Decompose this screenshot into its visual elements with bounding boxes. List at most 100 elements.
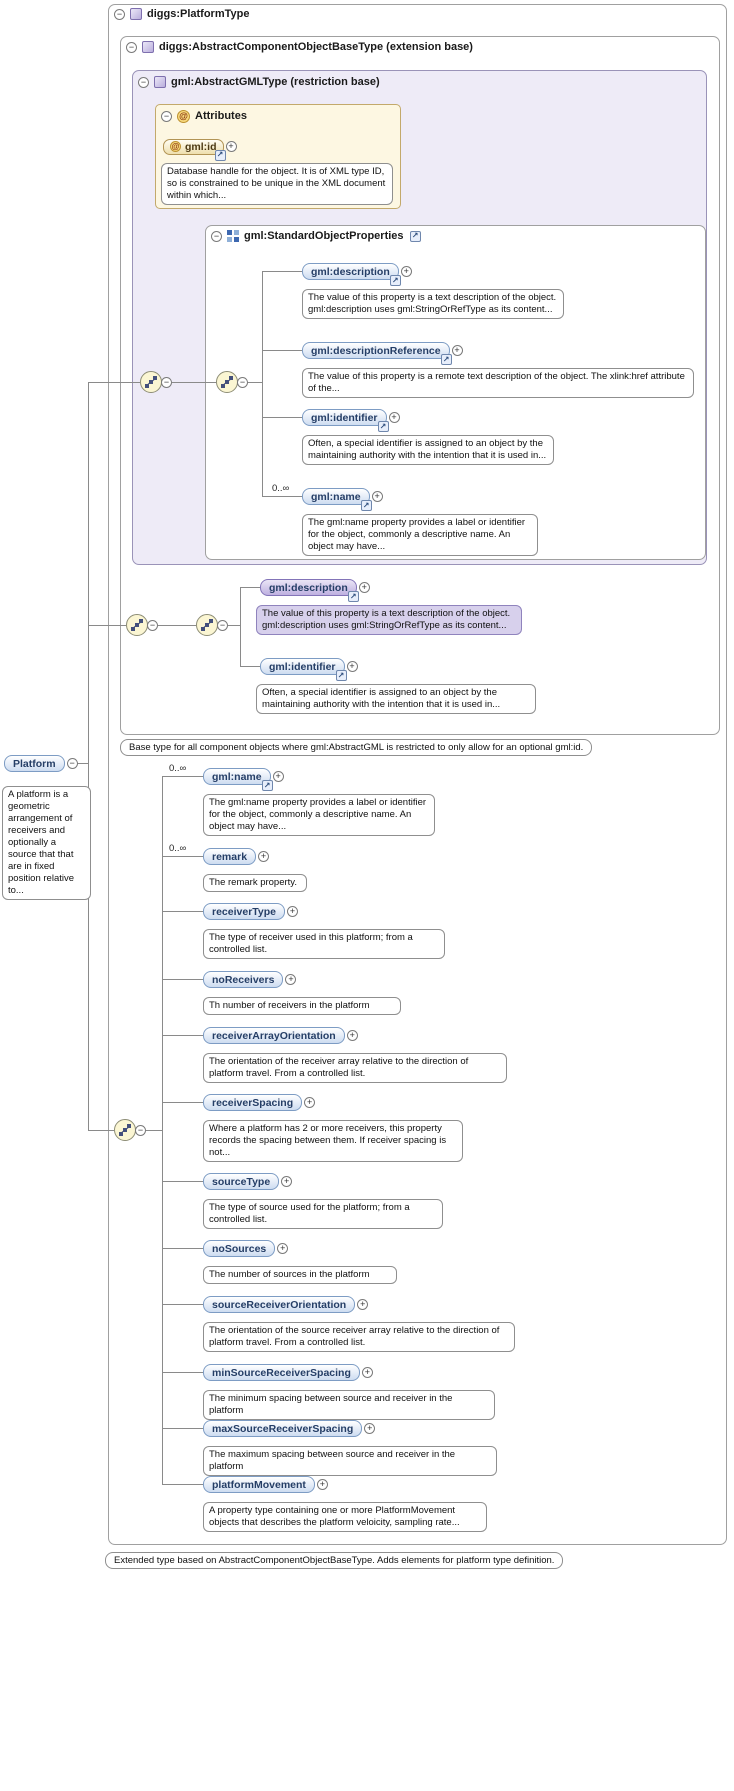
link-icon[interactable]: ↗ xyxy=(261,780,273,791)
element-gml-identifier[interactable]: gml:identifier↗+ xyxy=(302,409,400,432)
complextype-icon xyxy=(154,76,166,88)
connector xyxy=(162,1248,203,1249)
attribute-label: gml:id xyxy=(185,140,217,153)
element-nosources[interactable]: noSources+ xyxy=(203,1240,289,1257)
element-box: gml:descriptionReference↗ xyxy=(302,342,452,365)
cardinality-label: 0..∞ xyxy=(272,483,290,494)
connector xyxy=(262,496,302,497)
expand-icon[interactable]: + xyxy=(364,1423,376,1434)
sequence-compositor-icon[interactable]: − xyxy=(114,1119,146,1141)
expand-icon[interactable]: + xyxy=(272,771,284,782)
annotation-maxsourcereceiverspacing: The maximum spacing between source and r… xyxy=(203,1446,497,1476)
sequence-compositor-icon[interactable]: − xyxy=(216,371,248,393)
element-noreceivers[interactable]: noReceivers+ xyxy=(203,971,297,988)
extension-base-title: diggs:AbstractComponentObjectBaseType (e… xyxy=(159,41,473,53)
expand-icon[interactable]: + xyxy=(277,1243,289,1254)
collapse-icon[interactable]: − xyxy=(217,620,228,631)
element-platform[interactable]: Platform − xyxy=(4,755,78,772)
element-box: noSources xyxy=(203,1240,276,1257)
element-sourcetype[interactable]: sourceType+ xyxy=(203,1173,293,1190)
collapse-icon[interactable]: − xyxy=(211,230,222,242)
connector xyxy=(162,1372,203,1373)
annotation-minsourcereceiverspacing: The minimum spacing between source and r… xyxy=(203,1390,495,1420)
complextype-icon xyxy=(130,8,142,20)
element-platformmovement[interactable]: platformMovement+ xyxy=(203,1476,328,1493)
sequence-compositor-icon[interactable]: − xyxy=(140,371,172,393)
expand-icon[interactable]: + xyxy=(371,491,383,502)
connector xyxy=(162,1181,203,1182)
expand-icon[interactable]: + xyxy=(361,1367,373,1378)
expand-icon[interactable]: + xyxy=(225,141,237,152)
link-icon[interactable]: ↗ xyxy=(214,149,226,161)
attribute-gml-id[interactable]: @ gml:id ↗ + xyxy=(163,138,237,161)
element-gml-description[interactable]: gml:description↗+ xyxy=(302,263,412,286)
collapse-icon[interactable]: − xyxy=(161,377,172,388)
element-box: platformMovement xyxy=(203,1476,315,1493)
collapse-icon[interactable]: − xyxy=(66,758,78,769)
annotation-gml-description: The value of this property is a text des… xyxy=(302,289,564,319)
connector xyxy=(240,587,241,667)
element-box: maxSourceReceiverSpacing xyxy=(203,1420,363,1437)
expand-icon[interactable]: + xyxy=(451,345,463,356)
connector xyxy=(88,1130,114,1131)
expand-icon[interactable]: + xyxy=(287,906,299,917)
expand-icon[interactable]: + xyxy=(304,1097,316,1108)
expand-icon[interactable]: + xyxy=(281,1176,293,1187)
group-title: gml:StandardObjectProperties xyxy=(244,230,404,242)
element-minsourcereceiverspacing[interactable]: minSourceReceiverSpacing+ xyxy=(203,1364,373,1381)
link-icon[interactable]: ↗ xyxy=(347,591,359,602)
element-box: receiverSpacing xyxy=(203,1094,303,1111)
element-label: gml:description xyxy=(311,265,390,278)
expand-icon[interactable]: + xyxy=(357,1299,369,1310)
element-remark[interactable]: remark + xyxy=(203,848,270,865)
element-maxsourcereceiverspacing[interactable]: maxSourceReceiverSpacing+ xyxy=(203,1420,376,1437)
expand-icon[interactable]: + xyxy=(346,1030,358,1041)
sequence-compositor-icon[interactable]: − xyxy=(126,614,158,636)
element-label: remark xyxy=(212,850,248,863)
element-gml-name-platform[interactable]: gml:name↗+ xyxy=(203,768,284,791)
attributes-header: − @ Attributes xyxy=(161,108,247,124)
base-type-caption: Base type for all component objects wher… xyxy=(120,739,593,756)
link-icon[interactable]: ↗ xyxy=(360,500,372,511)
element-gml-name[interactable]: gml:name↗+ xyxy=(302,488,383,511)
collapse-icon[interactable]: − xyxy=(114,8,125,20)
extended-type-caption: Extended type based on AbstractComponent… xyxy=(105,1552,564,1569)
element-gml-identifier-restricted[interactable]: gml:identifier↗+ xyxy=(260,658,358,681)
collapse-icon[interactable]: − xyxy=(161,110,172,122)
collapse-icon[interactable]: − xyxy=(126,41,137,53)
connector xyxy=(240,587,260,588)
element-sourcereceiverorientation[interactable]: sourceReceiverOrientation+ xyxy=(203,1296,369,1313)
link-icon[interactable]: ↗ xyxy=(335,670,347,681)
expand-icon[interactable]: + xyxy=(258,851,270,862)
element-box: gml:description↗ xyxy=(260,579,359,602)
link-icon[interactable]: ↗ xyxy=(409,230,421,242)
element-label: gml:identifier xyxy=(311,411,378,424)
expand-icon[interactable]: + xyxy=(346,661,358,672)
element-receiverarrayorientation[interactable]: receiverArrayOrientation+ xyxy=(203,1027,358,1044)
link-icon[interactable]: ↗ xyxy=(389,275,401,286)
collapse-icon[interactable]: − xyxy=(237,377,248,388)
restriction-base-header: − gml:AbstractGMLType (restriction base) xyxy=(138,74,380,90)
element-receiverspacing[interactable]: receiverSpacing+ xyxy=(203,1094,316,1111)
sequence-compositor-icon[interactable]: − xyxy=(196,614,228,636)
annotation-gml-name-platform: The gml:name property provides a label o… xyxy=(203,794,435,836)
element-gml-description-restricted[interactable]: gml:description↗+ xyxy=(260,579,370,602)
expand-icon[interactable]: + xyxy=(316,1479,328,1490)
platformtype-title: diggs:PlatformType xyxy=(147,8,250,20)
expand-icon[interactable]: + xyxy=(358,582,370,593)
collapse-icon[interactable]: − xyxy=(138,76,149,88)
link-icon[interactable]: ↗ xyxy=(377,421,389,432)
element-gml-descriptionreference[interactable]: gml:descriptionReference↗+ xyxy=(302,342,463,365)
collapse-icon[interactable]: − xyxy=(135,1125,146,1136)
collapse-icon[interactable]: − xyxy=(147,620,158,631)
group-header: − gml:StandardObjectProperties ↗ xyxy=(211,228,421,244)
element-box: gml:identifier↗ xyxy=(302,409,389,432)
element-receivertype[interactable]: receiverType+ xyxy=(203,903,299,920)
expand-icon[interactable]: + xyxy=(388,412,400,423)
expand-icon[interactable]: + xyxy=(400,266,412,277)
cardinality-label: 0..∞ xyxy=(169,763,187,774)
connector xyxy=(162,911,203,912)
element-box: remark xyxy=(203,848,257,865)
expand-icon[interactable]: + xyxy=(285,974,297,985)
link-icon[interactable]: ↗ xyxy=(440,354,452,365)
